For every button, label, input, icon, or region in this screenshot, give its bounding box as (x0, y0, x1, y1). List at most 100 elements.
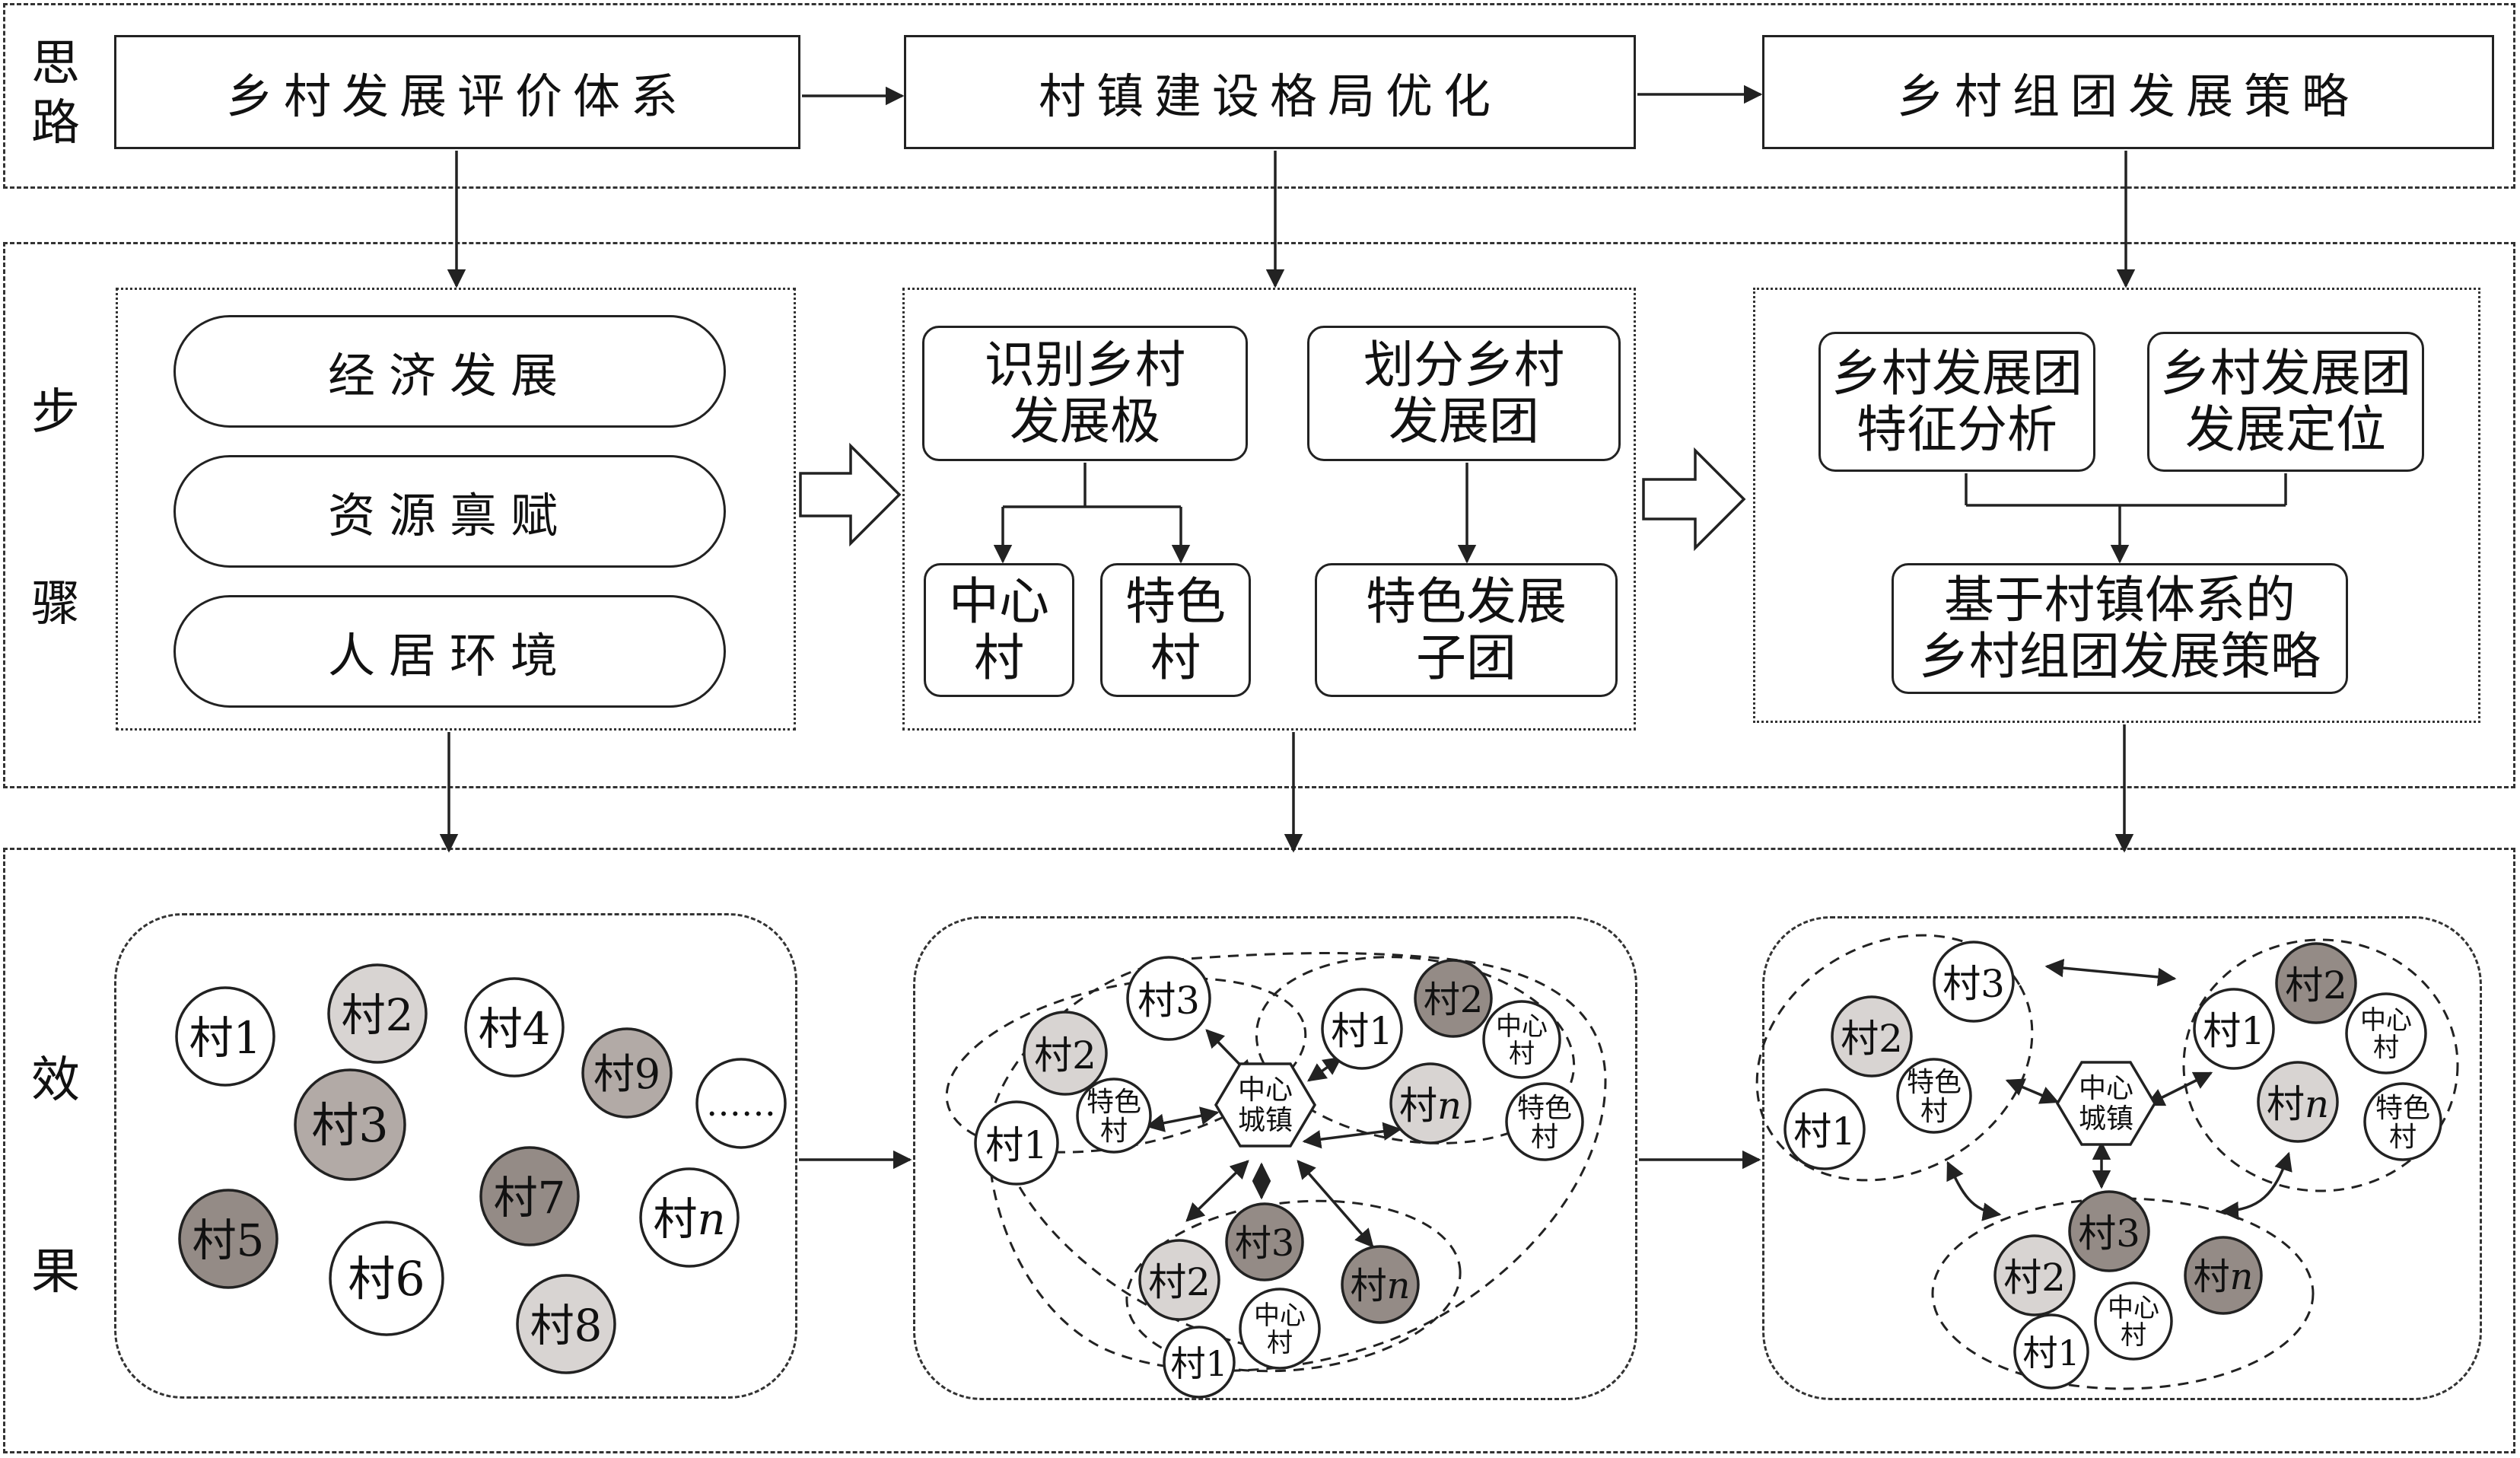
node-p1-cunn (639, 1167, 740, 1268)
label-p2-cun3-bottom: 村3 (1235, 1222, 1295, 1265)
label-p2-special-right-1: 特色 (1517, 1093, 1572, 1124)
label-p1-cun2: 村2 (342, 989, 414, 1041)
box-feature-analysis: 乡村发展团 特征分析 (1818, 332, 2095, 472)
label-p1-cun7: 村7 (494, 1172, 566, 1224)
label-p3-cun1-right: 村1 (2203, 1009, 2265, 1053)
node-p2-special-right (1505, 1082, 1584, 1161)
box-divide-groups: 划分乡村 发展团 (1307, 326, 1621, 461)
node-p3-cun2 (1831, 995, 1913, 1078)
node-p2-cunn-bottom (1341, 1245, 1420, 1324)
pill-resources: 资源禀赋 (173, 455, 726, 568)
label-p2-special-right-2: 村 (1531, 1122, 1558, 1153)
node-p3-cun1-right (2193, 988, 2275, 1070)
label-p2-center-right-1: 中心 (1496, 1011, 1548, 1042)
node-p3-cun1 (1783, 1088, 1866, 1170)
label-p2-cunn-right: 村n (1399, 1084, 1462, 1128)
label-p2-cun2-left: 村2 (1034, 1033, 1096, 1078)
label-p2-cunn-bottom-prefix: 村 (1351, 1265, 1387, 1307)
optimization-steps-box (902, 288, 1636, 731)
cluster-strat-right (2182, 938, 2459, 1192)
effect-band (3, 848, 2515, 1453)
node-p2-center-bottom (1239, 1288, 1321, 1370)
cluster-opt-top-right (1255, 956, 1576, 1144)
node-p1-cun1 (175, 986, 275, 1087)
label-p1-cun5: 村5 (192, 1214, 265, 1266)
label-p2-cunn-right-n: n (1437, 1084, 1462, 1128)
feature-line-2: 特征分析 (1857, 400, 2057, 459)
row-label-effect-1: 效 (31, 1052, 80, 1109)
label-p3-cunn-right: 村n (2267, 1082, 2329, 1126)
label-p3-cun3: 村3 (1943, 962, 2005, 1006)
label-p1-cun1: 村1 (189, 1012, 262, 1064)
effect-before-box (114, 913, 797, 1399)
node-p3-cun2-bottom (1993, 1234, 2076, 1316)
node-p3-cun3 (1933, 941, 2015, 1023)
label-p3-cunn-right-prefix: 村 (2267, 1082, 2305, 1126)
subgroup-line-1: 特色发展 (1366, 572, 1567, 631)
special-village-line-1: 特色 (1125, 572, 1226, 631)
label-p2-center-town-2: 城镇 (1238, 1105, 1293, 1136)
label-p3-cun1-bottom: 村1 (2022, 1332, 2079, 1374)
cluster-opt-bottom (1125, 1199, 1462, 1373)
label-p2-cun2-right: 村2 (1424, 979, 1484, 1021)
node-p1-cun6 (329, 1221, 444, 1336)
node-p1-ellipsis (695, 1058, 787, 1149)
label-p3-special-2: 村 (1920, 1096, 1948, 1127)
node-p1-cun9 (581, 1027, 673, 1119)
label-p3-cun2-bottom: 村2 (2003, 1256, 2066, 1300)
node-p2-cun2-bottom (1138, 1239, 1220, 1321)
row-label-steps-1: 步 (31, 384, 80, 441)
node-p3-center-right (2345, 992, 2427, 1074)
node-p1-cun7 (479, 1146, 580, 1246)
cluster-strat-left (1755, 934, 2034, 1182)
node-p2-center-right (1482, 1000, 1561, 1079)
label-p2-cun1-bottom: 村1 (1170, 1343, 1227, 1384)
node-p1-cun4 (464, 977, 565, 1078)
node-p3-cun2-right (2275, 942, 2357, 1024)
node-p2-cun1-left (974, 1100, 1059, 1186)
box-development-position: 乡村发展团 发展定位 (2147, 332, 2424, 472)
box-identify-poles: 识别乡村 发展极 (922, 326, 1248, 461)
header-optimization: 村镇建设格局优化 (904, 35, 1636, 149)
node-p2-cun1-bottom (1163, 1326, 1236, 1399)
label-p2-cun1-top: 村1 (1331, 1009, 1393, 1053)
final-line-2: 乡村组团发展策略 (1919, 627, 2321, 686)
label-p2-center-town-1: 中心 (1238, 1074, 1293, 1106)
subgroup-line-2: 子团 (1416, 629, 1516, 687)
node-p2-cun2-left (1023, 1011, 1108, 1096)
node-p3-cunn-bottom (2184, 1236, 2263, 1315)
label-p3-cun1: 村1 (1793, 1109, 1856, 1154)
row-label-steps-2: 骤 (31, 576, 80, 632)
node-p2-center-town (1214, 1062, 1317, 1148)
label-p2-special-left-1: 特色 (1087, 1087, 1141, 1118)
node-p1-cun3 (294, 1068, 406, 1181)
center-village-line-1: 中心 (949, 572, 1049, 631)
label-p2-cun1-left: 村1 (985, 1123, 1048, 1167)
node-p1-cun5 (178, 1189, 278, 1289)
label-p3-cunn-bottom-prefix: 村 (2194, 1256, 2230, 1298)
box-special-subgroup: 特色发展 子团 (1315, 563, 1618, 697)
position-line-1: 乡村发展团 (2160, 344, 2411, 403)
node-p3-cun1-bottom (2013, 1313, 2089, 1390)
node-p1-cun8 (516, 1274, 616, 1374)
node-p2-cun1-top (1321, 988, 1403, 1070)
label-p2-cun3-top: 村3 (1138, 979, 1200, 1023)
node-p3-center-bottom (2094, 1281, 2173, 1361)
box-final-strategy: 基于村镇体系的 乡村组团发展策略 (1892, 563, 2348, 694)
label-p3-cunn-bottom-n: n (2230, 1256, 2254, 1298)
feature-line-1: 乡村发展团 (1831, 344, 2082, 403)
label-p3-special-1: 特色 (1907, 1067, 1962, 1098)
identify-line-1: 识别乡村 (985, 336, 1185, 394)
effect-optimized-box (913, 916, 1637, 1400)
effect-cluster-box (1762, 916, 2482, 1400)
evaluation-steps-box (116, 288, 796, 731)
block-arrow-2 (1642, 447, 1746, 552)
label-p1-cun9: 村9 (593, 1050, 660, 1098)
label-p1-cunn: 村n (653, 1193, 725, 1245)
center-village-line-2: 村 (974, 629, 1024, 687)
label-p3-special-right-1: 特色 (2375, 1093, 2430, 1124)
node-p3-cunn-right (2257, 1061, 2339, 1143)
label-p3-cunn-right-n: n (2305, 1082, 2329, 1126)
row-label-effect-2: 果 (31, 1244, 80, 1300)
label-p2-center-bottom-2: 村 (1267, 1328, 1293, 1358)
